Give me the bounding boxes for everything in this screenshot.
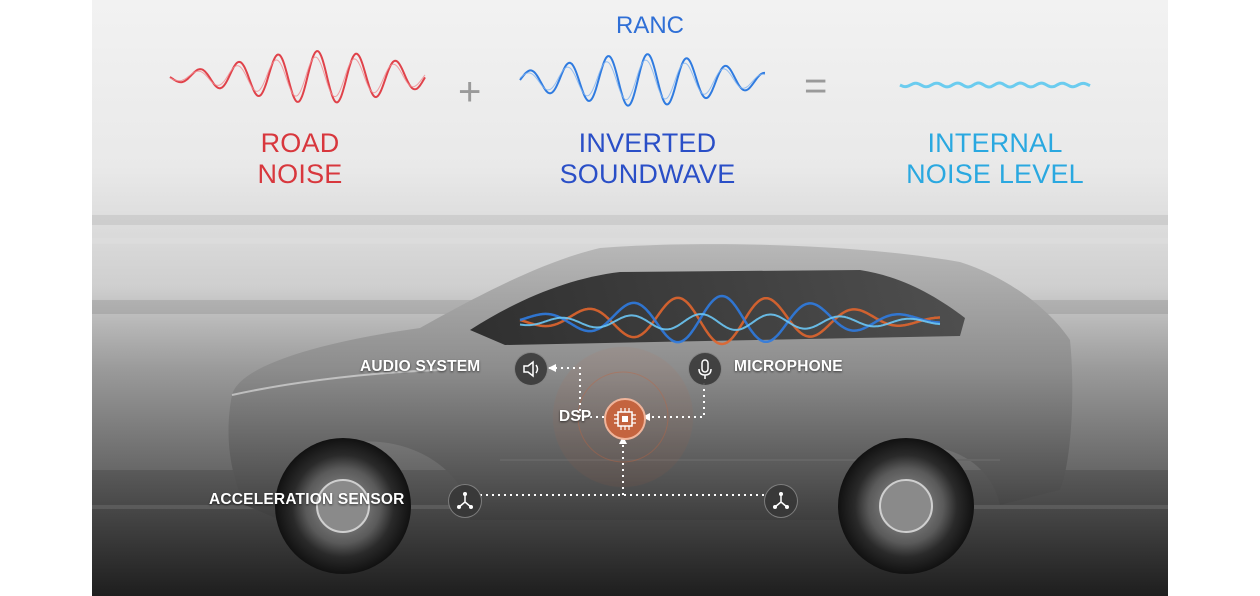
plus-symbol: + [458,70,482,114]
ranc-label: RANC [615,12,684,39]
road-noise-line2: NOISE [257,159,343,189]
sensor-icon [764,484,798,518]
inverted-line2: SOUNDWAVE [559,159,736,189]
audio-system-label: AUDIO SYSTEM [360,358,481,375]
microphone-label: MICROPHONE [734,358,843,375]
equals-symbol: = [804,64,828,108]
internal-noise-label: INTERNAL NOISE LEVEL [895,128,1095,190]
microphone-icon [688,352,722,386]
chip-icon [604,398,646,440]
dsp-label: DSP [559,408,592,425]
sensor-icon [448,484,482,518]
speaker-icon [514,352,548,386]
inverted-line1: INVERTED [578,128,717,158]
road-noise-label: ROAD NOISE [220,128,380,190]
internal-line2: NOISE LEVEL [906,159,1084,189]
inverted-soundwave-label: INVERTED SOUNDWAVE [540,128,755,190]
acceleration-sensor-label: ACCELERATION SENSOR [209,491,405,508]
road-noise-line1: ROAD [260,128,340,158]
internal-line1: INTERNAL [927,128,1063,158]
